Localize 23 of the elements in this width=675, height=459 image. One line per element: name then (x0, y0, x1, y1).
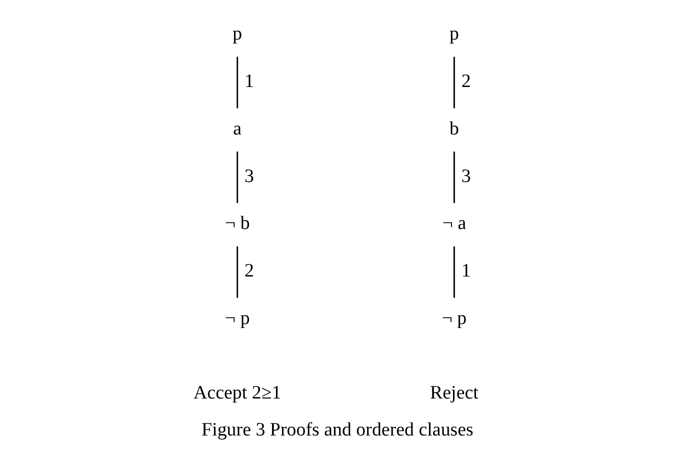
node-text: ¬ a (442, 212, 466, 234)
connector (454, 151, 455, 203)
connector (454, 246, 455, 298)
connector (236, 151, 238, 203)
edge-label: 3 (461, 165, 471, 186)
connector (454, 56, 455, 108)
node-text: ¬ p (224, 307, 250, 328)
edge-label: 3 (244, 165, 254, 186)
node-text: b (449, 118, 459, 139)
node-text: ¬ b (224, 212, 250, 234)
edge-label: 2 (244, 260, 254, 282)
edge-label: 2 (461, 70, 471, 92)
node-text: p (449, 23, 459, 44)
label: Reject (430, 382, 478, 404)
node-text: p (232, 23, 242, 44)
connector (236, 246, 238, 298)
edge-label: 1 (461, 260, 471, 282)
caption: Figure 3 Proofs and ordered clauses (202, 418, 474, 440)
node-text: ¬ p (442, 307, 467, 328)
label: Accept 2≥1 (194, 382, 282, 404)
edge-label: 1 (244, 70, 254, 92)
node-text: a (233, 118, 242, 139)
connector (236, 56, 238, 108)
